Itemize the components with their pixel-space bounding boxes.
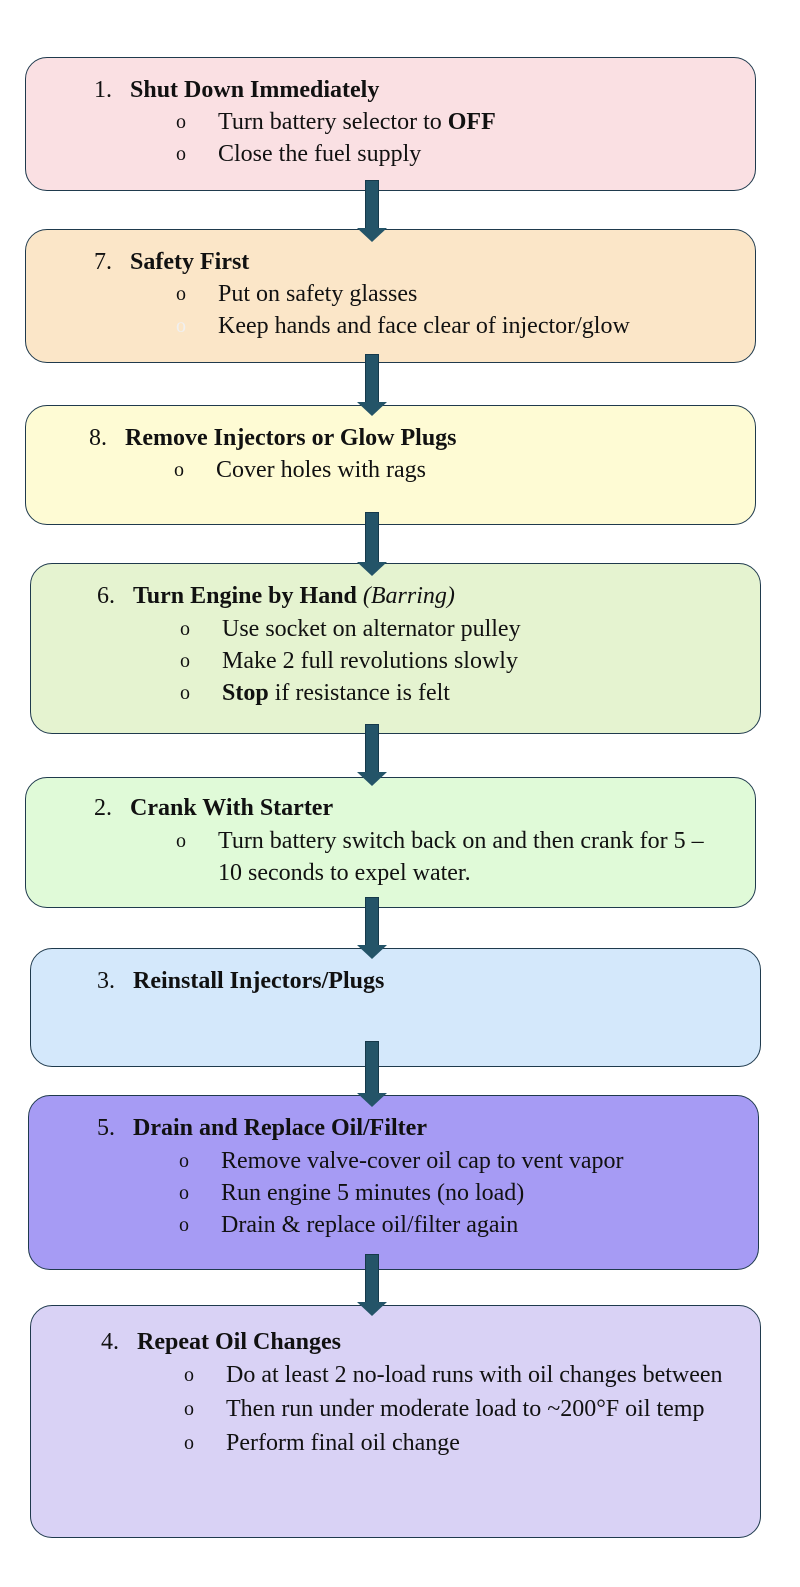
step-title: 1. Shut Down Immediately	[94, 75, 379, 105]
bullet-icon: o	[184, 1432, 194, 1454]
down-arrow-icon	[357, 1254, 387, 1316]
down-arrow-icon	[357, 1041, 387, 1107]
bullet-icon: o	[174, 459, 184, 481]
down-arrow-icon	[357, 512, 387, 576]
bullet-icon: o	[179, 1214, 189, 1236]
step-number: 1.	[94, 77, 112, 103]
step-label: Crank With Starter	[130, 795, 334, 821]
step-number: 8.	[89, 425, 107, 451]
bullet-icon: o	[179, 1150, 189, 1172]
step-number: 6.	[97, 583, 115, 609]
step-title: 5. Drain and Replace Oil/Filter	[97, 1113, 427, 1143]
bullet-icon: o	[184, 1398, 194, 1420]
step-number: 5.	[97, 1115, 115, 1141]
step-label: Remove Injectors or Glow Plugs	[125, 425, 457, 451]
step-label: Reinstall Injectors/Plugs	[133, 968, 385, 994]
step-box-reinstall-injectors: 3. Reinstall Injectors/Plugs	[30, 948, 761, 1067]
step-number: 7.	[94, 249, 112, 275]
step-number: 3.	[97, 968, 115, 994]
bullet-icon: o	[180, 650, 190, 672]
bullet-icon: o	[179, 1182, 189, 1204]
down-arrow-icon	[357, 180, 387, 242]
step-title-suffix: (Barring)	[362, 583, 455, 609]
step-label: Drain and Replace Oil/Filter	[133, 1115, 427, 1141]
bullet-icon: o	[180, 618, 190, 640]
down-arrow-icon	[357, 724, 387, 786]
step-title: 4. Repeat Oil Changes	[101, 1327, 341, 1357]
bullet-icon: o	[176, 830, 186, 852]
step-number: 2.	[94, 795, 112, 821]
step-title: 7. Safety First	[94, 247, 249, 277]
down-arrow-icon	[357, 354, 387, 416]
step-title: 3. Reinstall Injectors/Plugs	[97, 966, 384, 996]
bullet-icon: o	[176, 111, 186, 133]
step-number: 4.	[101, 1329, 119, 1355]
step-title: 8. Remove Injectors or Glow Plugs	[89, 423, 457, 453]
step-title: 6. Turn Engine by Hand (Barring)	[97, 581, 455, 611]
bullet-icon: o	[176, 283, 186, 305]
step-title: 2. Crank With Starter	[94, 793, 333, 823]
bullet-icon: o	[176, 143, 186, 165]
bullet-icon: o	[176, 315, 186, 337]
step-label: Shut Down Immediately	[130, 77, 380, 103]
step-label: Safety First	[130, 249, 250, 275]
bullet-icon: o	[180, 682, 190, 704]
step-label: Turn Engine by Hand	[133, 583, 357, 609]
bullet-icon: o	[184, 1364, 194, 1386]
step-label: Repeat Oil Changes	[137, 1329, 341, 1355]
down-arrow-icon	[357, 897, 387, 959]
